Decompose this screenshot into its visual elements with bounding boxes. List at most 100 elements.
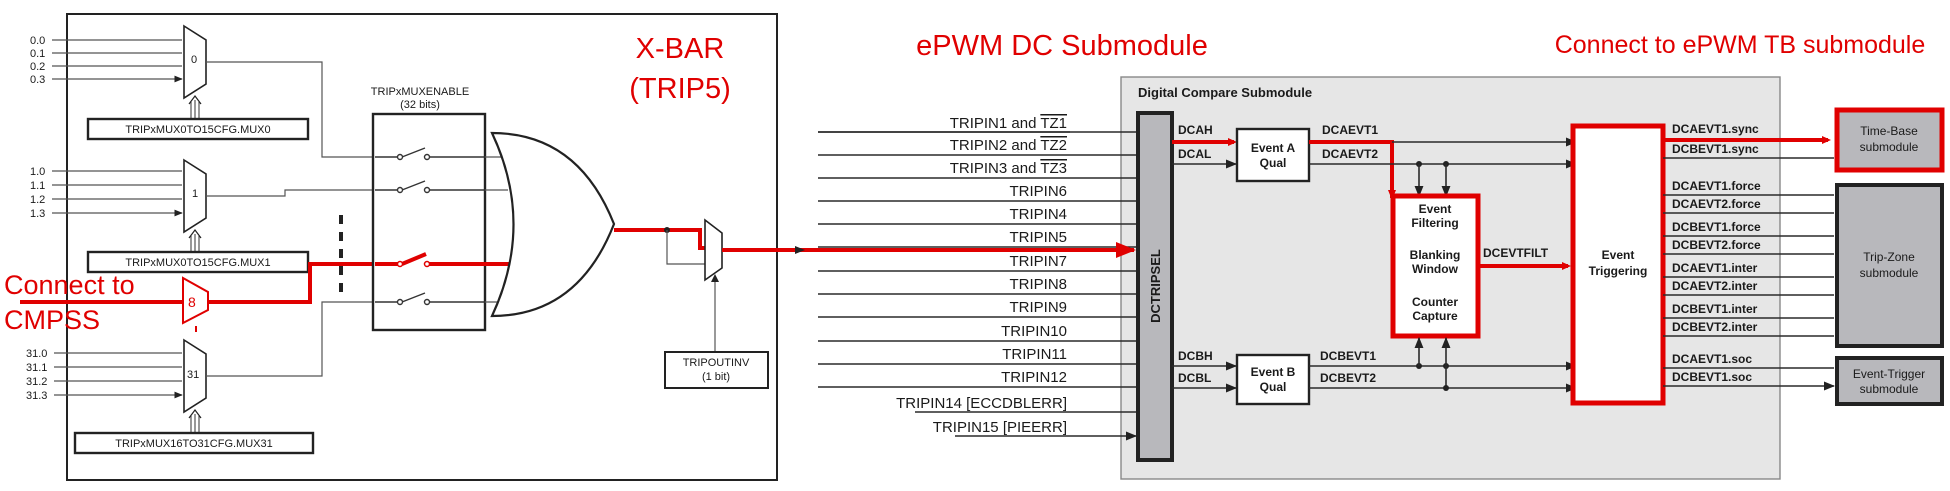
xbar-section: X-BAR (TRIP5) 0.0 0.1 0.2 0.3 0 TRIPxMUX…	[4, 13, 805, 481]
outinv-mux	[704, 218, 723, 282]
dc-panel-title: Digital Compare Submodule	[1138, 85, 1312, 100]
dctripsel-label: DCTRIPSEL	[1148, 249, 1163, 323]
mux-enable-box	[371, 112, 487, 332]
outinv-bits: (1 bit)	[702, 371, 730, 383]
filter-line-6: Capture	[1412, 309, 1458, 323]
event-filter-block	[1390, 193, 1481, 339]
mux1-in1: 1.1	[30, 180, 45, 192]
filter-line-3: Blanking	[1410, 248, 1461, 262]
trig-label-2: Triggering	[1589, 264, 1648, 278]
cmpss-label-1: Connect to	[4, 270, 135, 300]
event-b-qual	[1235, 353, 1311, 406]
evttrig-block	[1835, 356, 1944, 406]
mux-enable-bits: (32 bits)	[400, 99, 440, 111]
out-dcbevt1-force: DCBEVT1.force	[1672, 220, 1761, 234]
out-dcaevt2-force: DCAEVT2.force	[1672, 197, 1761, 211]
event-a-qual	[1235, 127, 1311, 183]
tripin1-label: TRIPIN1 and TZ1	[950, 115, 1067, 132]
mux0-cfg: TRIPxMUX0TO15CFG.MUX0	[125, 124, 270, 136]
tripin4-label: TRIPIN4	[1009, 206, 1067, 223]
sig-dcbevt2: DCBEVT2	[1320, 371, 1376, 385]
tripzone-label-2: submodule	[1860, 266, 1919, 280]
filter-line-2: Filtering	[1411, 216, 1458, 230]
event-triggering-block	[1570, 123, 1666, 406]
mux31-in0: 31.0	[26, 348, 47, 360]
tripin11-label: TRIPIN11	[1002, 346, 1067, 363]
timebase-label-2: submodule	[1860, 140, 1919, 154]
tripin15-label: TRIPIN15 [PIEERR]	[933, 419, 1067, 436]
out-dcaevt2-inter: DCAEVT2.inter	[1672, 279, 1758, 293]
out-dcaevt1-sync: DCAEVT1.sync	[1672, 122, 1759, 136]
mux1-in0: 1.0	[30, 166, 45, 178]
mux31-index: 31	[187, 369, 199, 381]
tripin8-label: TRIPIN8	[1009, 276, 1067, 293]
timebase-block	[1834, 107, 1945, 173]
tripin6-label: TRIPIN6	[1009, 183, 1067, 200]
tb-heading: Connect to ePWM TB submodule	[1555, 31, 1926, 59]
filter-line-1: Event	[1419, 202, 1452, 216]
evttrig-label-1: Event-Trigger	[1853, 367, 1925, 381]
out-dcaevt1-force: DCAEVT1.force	[1672, 179, 1761, 193]
tripin9-label: TRIPIN9	[1009, 299, 1067, 316]
tripin3-label: TRIPIN3 and TZ3	[950, 160, 1067, 177]
mux0-in3: 0.3	[30, 74, 45, 86]
mux0-index: 0	[191, 54, 197, 66]
out-dcbevt1-inter: DCBEVT1.inter	[1672, 302, 1758, 316]
out-dcaevt1-inter: DCAEVT1.inter	[1672, 261, 1758, 275]
tripzone-label-1: Trip-Zone	[1863, 250, 1915, 264]
tripin10-label: TRIPIN10	[1001, 323, 1067, 340]
event-b-label-1: Event B	[1251, 365, 1296, 379]
mux0-in2: 0.2	[30, 61, 45, 73]
tripzone-block	[1835, 183, 1944, 348]
sig-dcal: DCAL	[1178, 147, 1211, 161]
out-dcbevt2-inter: DCBEVT2.inter	[1672, 320, 1758, 334]
out-dcbevt1-sync: DCBEVT1.sync	[1672, 142, 1759, 156]
tripin14-label: TRIPIN14 [ECCDBLERR]	[896, 395, 1067, 412]
tb-section: Connect to ePWM TB submodule Time-Base s…	[1555, 31, 1945, 406]
tripin2-label: TRIPIN2 and TZ2	[950, 137, 1067, 154]
mux-1: 1.0 1.1 1.2 1.3 1 TRIPxMUX0TO15CFG.MUX1	[30, 158, 310, 274]
cmpss-mux	[182, 276, 209, 325]
outinv-box	[664, 351, 769, 389]
tripin12-label: TRIPIN12	[1001, 369, 1067, 386]
mux31-in1: 31.1	[26, 362, 47, 374]
dctripsel-block	[1136, 111, 1174, 462]
mux1-cfg: TRIPxMUX0TO15CFG.MUX1	[125, 257, 270, 269]
mux31-cfg: TRIPxMUX16TO31CFG.MUX31	[115, 438, 273, 450]
trig-label-1: Event	[1602, 248, 1635, 262]
outinv-label: TRIPOUTINV	[683, 357, 750, 369]
enable-switches	[375, 147, 485, 306]
sig-dcaevt2: DCAEVT2	[1322, 147, 1378, 161]
mux1-index: 1	[192, 188, 198, 200]
dc-section: ePWM DC Submodule Digital Compare Submod…	[805, 30, 1834, 480]
filter-line-5: Counter	[1412, 295, 1458, 309]
event-a-label-1: Event A	[1251, 141, 1296, 155]
filter-line-4: Window	[1412, 262, 1459, 276]
out-dcaevt1-soc: DCAEVT1.soc	[1672, 352, 1752, 366]
cmpss-label-2: CMPSS	[4, 305, 100, 335]
tripin5-label: TRIPIN5	[1009, 229, 1067, 246]
tripin-inputs: TRIPIN1 and TZ1 TRIPIN2 and TZ2 TRIPIN3 …	[805, 115, 1136, 436]
mux31-cfg-box	[73, 431, 315, 455]
mux-enable-label: TRIPxMUXENABLE	[371, 86, 469, 98]
sig-dcevtfilt: DCEVTFILT	[1483, 246, 1549, 260]
sig-dcah: DCAH	[1178, 123, 1213, 137]
sig-dcaevt1: DCAEVT1	[1322, 123, 1378, 137]
sig-dcbevt1: DCBEVT1	[1320, 349, 1376, 363]
event-a-label-2: Qual	[1260, 156, 1287, 170]
mux1-in2: 1.2	[30, 194, 45, 206]
timebase-label-1: Time-Base	[1860, 124, 1918, 138]
out-dcbevt2-force: DCBEVT2.force	[1672, 238, 1761, 252]
cmpss-mux-index: 8	[188, 294, 196, 310]
evttrig-label-2: submodule	[1860, 382, 1919, 396]
dc-outputs: DCAEVT1.sync DCBEVT1.sync DCAEVT1.force …	[1672, 122, 1761, 384]
mux31-in2: 31.2	[26, 376, 47, 388]
mux-31: 31.0 31.1 31.2 31.3 31 TRIPxMUX16TO31CFG…	[26, 338, 315, 455]
mux0-in1: 0.1	[30, 48, 45, 60]
mux0-cfg-box	[86, 117, 310, 141]
sig-dcbh: DCBH	[1178, 349, 1213, 363]
mux31-in3: 31.3	[26, 390, 47, 402]
mux-0: 0.0 0.1 0.2 0.3 0 TRIPxMUX0TO15CFG.MUX0	[30, 24, 310, 141]
out-dcbevt1-soc: DCBEVT1.soc	[1672, 370, 1752, 384]
